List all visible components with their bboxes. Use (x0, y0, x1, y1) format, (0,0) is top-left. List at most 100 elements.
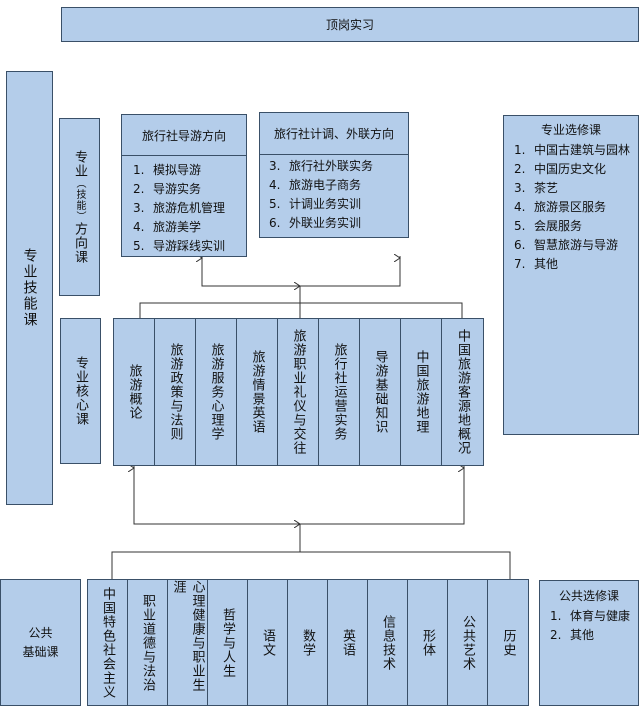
public-elective-list: 1. 体育与健康 2. 其他 (540, 604, 638, 645)
public-course-cell: 信息技术 (368, 580, 408, 705)
professional-elective-item-label: 茶艺 (534, 181, 559, 195)
public-course-cell: 英语 (328, 580, 368, 705)
core-course-cell: 中国旅游客源地概况 (442, 319, 483, 465)
public-course-label: 数学 (300, 628, 315, 657)
public-course-label: 信息技术 (380, 614, 395, 671)
public-elective-item-number: 1. (550, 609, 562, 623)
public-course-cell: 心理健康与职业生涯 (168, 580, 208, 705)
planning-item-number: 5. (269, 197, 281, 211)
core-course-label: 中国旅游地理 (413, 350, 429, 434)
public-elective-item: 1. 体育与健康 (550, 607, 638, 626)
public-course-label: 中国特色社会主义 (100, 586, 115, 699)
core-course-cell: 旅游概论 (114, 319, 155, 465)
tour-guide-item-label: 旅游危机管理 (153, 201, 226, 215)
professional-elective-item-label: 中国古建筑与园林 (534, 143, 631, 157)
public-course-label: 英语 (340, 628, 355, 657)
core-course-cell: 旅游职业礼仪与交往 (278, 319, 319, 465)
professional-elective-item-label: 会展服务 (534, 219, 583, 233)
tour-guide-item: 4.旅游美学 (133, 218, 246, 237)
core-course-label: 中国旅游客源地概况 (455, 329, 470, 455)
public-course-label: 形体 (420, 628, 435, 657)
professional-elective-item-number: 3. (514, 181, 526, 195)
public-elective-item-number: 2. (550, 628, 562, 642)
tour-guide-title: 旅行社导游方向 (141, 128, 226, 143)
professional-elective-item-label: 智慧旅游与导游 (534, 238, 619, 252)
core-course-cell: 旅行社运营实务 (319, 319, 360, 465)
public-course-cell: 公共艺术 (448, 580, 488, 705)
direction-bracket (201, 256, 401, 287)
public-course-cell: 职业道德与法治 (128, 580, 168, 705)
public-basic-box: 公共 基础课 (0, 579, 81, 706)
public-course-label: 哲学与人生 (220, 607, 235, 678)
tour-guide-item-label: 导游踩线实训 (153, 239, 226, 253)
core-course-cell: 旅游服务心理学 (196, 319, 237, 465)
direction-label-end: 方向课 (72, 222, 87, 264)
professional-elective-title: 专业选修课 (540, 123, 601, 137)
public-course-label: 历史 (500, 628, 516, 657)
public-course-cell: 语文 (248, 580, 288, 705)
public-course-label: 语文 (260, 628, 275, 657)
tour-guide-item-label: 旅游美学 (153, 220, 202, 234)
professional-elective-item: 3. 茶艺 (514, 179, 632, 198)
tour-guide-item-number: 5. (133, 239, 145, 253)
tour-guide-item-number: 1. (133, 163, 145, 177)
core-course-label: 旅游服务心理学 (208, 343, 224, 441)
professional-elective-item: 5.会展服务 (514, 217, 632, 236)
tour-guide-item-number: 2. (133, 182, 145, 196)
core-course-box: 专业核心课 (60, 318, 101, 464)
public-elective-item-label: 其他 (570, 628, 595, 642)
professional-elective-item-number: 2. (514, 162, 526, 176)
core-course-label: 旅游职业礼仪与交往 (290, 329, 306, 455)
professional-elective-item: 4.旅游景区服务 (514, 198, 632, 217)
public-elective-item-label: 体育与健康 (570, 609, 631, 623)
professional-elective-item-label: 旅游景区服务 (534, 200, 607, 214)
internship-box: 顶岗实习 (61, 7, 639, 42)
professional-elective-item: 2.中国历史文化 (514, 160, 632, 179)
planning-item-label: 旅游电子商务 (289, 178, 362, 192)
public-course-label: 心理健康与职业生涯 (170, 580, 205, 692)
planning-item: 6.外联业务实训 (269, 214, 408, 233)
public-elective-box: 公共选修课 1. 体育与健康 2. 其他 (539, 580, 639, 706)
core-course-label: 旅游概论 (126, 364, 142, 420)
professional-elective-item-number: 7. (514, 257, 526, 271)
public-courses-row: 中国特色社会主义职业道德与法治心理健康与职业生涯哲学与人生 语文数学英语 信息技术 形… (87, 579, 529, 706)
core-course-label: 导游基础知识 (372, 350, 388, 434)
public-elective-item: 2. 其他 (550, 626, 638, 645)
professional-skill-box: 专业技能课 (6, 71, 53, 505)
public-course-cell: 形体 (408, 580, 448, 705)
public-bracket (111, 551, 511, 580)
core-courses-row: 旅游概论旅游政策与法则旅游服务心理学旅游情景英语旅游职业礼仪与交往旅行社运营实务… (113, 318, 484, 466)
public-course-cell: 历史 (488, 580, 528, 705)
planning-item-label: 计调业务实训 (289, 197, 362, 211)
professional-skill-label: 专业技能课 (21, 248, 38, 328)
public-course-cell: 中国特色社会主义 (88, 580, 128, 705)
direction-label-main: 专业 (72, 150, 87, 178)
tour-guide-item-label: 模拟导游 (153, 163, 202, 177)
core-top-bracket (139, 302, 463, 318)
core-bracket (133, 466, 465, 525)
public-course-cell: 哲学与人生 (208, 580, 248, 705)
core-course-cell: 导游基础知识 (360, 319, 401, 465)
core-course-cell: 中国旅游地理 (401, 319, 442, 465)
planning-item: 5. 计调业务实训 (269, 195, 408, 214)
professional-elective-item-number: 1. (514, 143, 526, 157)
professional-elective-item-number: 6. (514, 238, 526, 252)
planning-item: 3. 旅行社外联实务 (269, 157, 408, 176)
planning-item-number: 6. (269, 216, 281, 230)
public-elective-title: 公共选修课 (558, 589, 619, 603)
tour-guide-item: 1. 模拟导游 (133, 161, 246, 180)
planning-item-number: 3. (269, 159, 281, 173)
professional-elective-item: 6. 智慧旅游与导游 (514, 236, 632, 255)
tour-guide-item: 5. 导游踩线实训 (133, 237, 246, 256)
planning-item: 4.旅游电子商务 (269, 176, 408, 195)
public-basic-line1: 公共 (28, 625, 53, 640)
planning-item-label: 旅行社外联实务 (289, 159, 374, 173)
planning-title: 旅行社计调、外联方向 (273, 127, 394, 141)
planning-direction-box: 旅行社计调、外联方向 3. 旅行社外联实务 4.旅游电子商务 5. 计调业务实训 6.外联… (259, 112, 409, 238)
core-course-cell: 旅游政策与法则 (155, 319, 196, 465)
public-basic-line2: 基础课 (22, 644, 59, 659)
professional-elective-item: 1. 中国古建筑与园林 (514, 141, 632, 160)
internship-label: 顶岗实习 (325, 18, 374, 32)
